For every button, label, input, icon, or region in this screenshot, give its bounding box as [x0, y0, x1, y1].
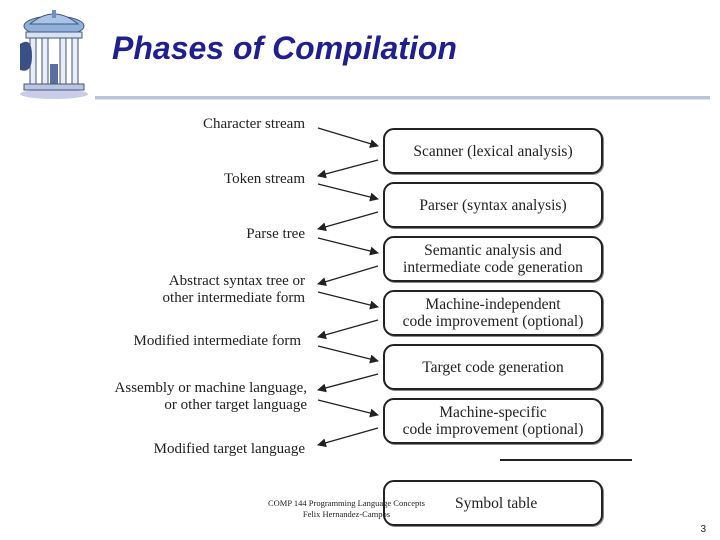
slide-footer: COMP 144 Programming Language Concepts F… [268, 498, 425, 520]
old-well-logo [20, 10, 88, 99]
arrow-out-semantic [317, 265, 379, 287]
label-token-stream: Token stream [223, 171, 305, 187]
title-underline [95, 96, 710, 100]
arrow-in-scanner [317, 127, 379, 149]
phase-box-parser: Parser (syntax analysis) [383, 182, 603, 228]
phase-label-target-gen: Target code generation [422, 358, 564, 376]
arrow-out-scanner [317, 159, 379, 179]
phase-label-mi-line2: code improvement (optional) [402, 313, 584, 330]
phase-label-semantic-line2: intermediate code generation [403, 259, 583, 276]
arrow-in-machine-independent [317, 291, 379, 310]
phase-label-scanner: Scanner (lexical analysis) [413, 142, 573, 160]
footer-author: Felix Hernandez-Campos [302, 509, 391, 519]
arrow-in-semantic [317, 237, 379, 256]
label-character-stream: Character stream [202, 116, 305, 132]
symbol-table-box: Symbol table [383, 480, 603, 526]
page-number: 3 [700, 524, 706, 535]
arrow-out-target-gen [317, 373, 379, 393]
symbol-table-label: Symbol table [455, 494, 538, 512]
arrow-out-machine-specific [317, 427, 379, 448]
phase-label-ms-line2: code improvement (optional) [402, 421, 584, 438]
arrow-in-machine-specific [317, 399, 379, 418]
label-modified-intermediate-form: Modified intermediate form [133, 333, 301, 349]
phase-box-scanner: Scanner (lexical analysis) [383, 128, 603, 174]
phase-box-machine-specific: Machine-specific code improvement (optio… [383, 398, 603, 444]
phase-label-parser: Parser (syntax analysis) [419, 196, 567, 214]
footer-course: COMP 144 Programming Language Concepts [268, 498, 425, 508]
phase-label-semantic-line1: Semantic analysis and [424, 242, 562, 259]
phase-label-ms-line1: Machine-specific [439, 404, 547, 421]
phase-box-semantic-analysis: Semantic analysis and intermediate code … [383, 236, 603, 282]
arrow-out-machine-independent [317, 319, 379, 340]
arrow-in-target-gen [317, 345, 379, 364]
label-assembly-or-machine-language: Assembly or machine language, or other t… [114, 380, 307, 413]
label-parse-tree: Parse tree [246, 226, 305, 242]
phase-box-target-code-generation: Target code generation [383, 344, 603, 390]
arrow-in-parser [317, 183, 379, 202]
phase-label-mi-line1: Machine-independent [425, 296, 561, 313]
label-abstract-syntax-tree: Abstract syntax tree or other intermedia… [162, 273, 305, 306]
slide-title: Phases of Compilation [112, 30, 457, 66]
phase-box-machine-independent: Machine-independent code improvement (op… [383, 290, 603, 336]
arrow-out-parser [317, 211, 379, 232]
label-modified-target-language: Modified target language [153, 441, 305, 457]
